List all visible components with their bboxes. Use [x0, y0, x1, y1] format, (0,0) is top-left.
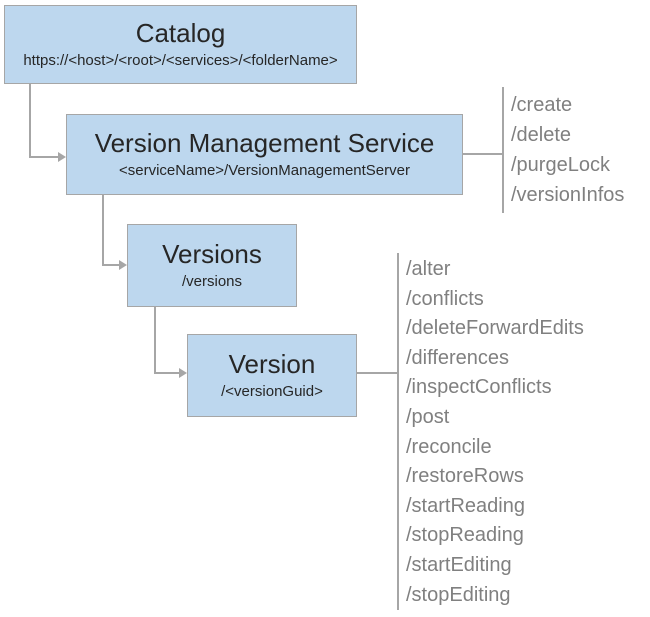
versions-url-pattern: /versions — [181, 272, 243, 290]
versions-title: Versions — [162, 238, 262, 269]
operation-endpoint: /startReading — [406, 494, 525, 517]
node-catalog: Catalog https://<host>/<root>/<services>… — [4, 5, 357, 84]
connector-line — [29, 156, 59, 158]
connector-line — [29, 84, 31, 158]
operation-endpoint: /restoreRows — [406, 465, 524, 488]
operation-endpoint: /alter — [406, 258, 451, 280]
operation-endpoint: /deleteForwardEdits — [406, 317, 584, 340]
operations-bracket-bar — [397, 253, 399, 610]
operation-endpoint: /stopReading — [406, 524, 524, 547]
version-management-service-title: Version Management Service — [94, 127, 435, 158]
arrowhead-icon — [58, 152, 66, 162]
operation-endpoint: /create — [511, 94, 573, 116]
operation-endpoint: /stopEditing — [406, 583, 511, 606]
connector-line — [154, 307, 156, 374]
operations-list-version: /alter/conflicts/deleteForwardEdits/diff… — [406, 255, 584, 610]
node-version-management-service: Version Management Service <serviceName>… — [66, 114, 463, 195]
connector-line — [154, 372, 179, 374]
version-url-pattern: /<versionGuid> — [221, 382, 323, 400]
connector-line — [102, 195, 104, 266]
catalog-url-pattern: https://<host>/<root>/<services>/<folder… — [23, 51, 338, 69]
arrowhead-icon — [119, 260, 127, 270]
connector-line — [357, 372, 398, 374]
operation-endpoint: /versionInfos — [511, 184, 625, 206]
arrowhead-icon — [179, 368, 187, 378]
version-management-service-url-pattern: <serviceName>/VersionManagementServer — [119, 161, 410, 179]
connector-line — [102, 264, 119, 266]
version-title: Version — [228, 348, 316, 379]
operation-endpoint: /inspectConflicts — [406, 376, 552, 399]
node-versions: Versions /versions — [127, 224, 297, 307]
operations-list-version-management-service: /create/delete/purgeLock/versionInfos — [511, 90, 624, 210]
operation-endpoint: /post — [406, 405, 450, 428]
node-version: Version /<versionGuid> — [187, 334, 357, 417]
operation-endpoint: /reconcile — [406, 435, 492, 458]
operations-bracket-bar — [502, 87, 504, 213]
operation-endpoint: /conflicts — [406, 287, 484, 310]
operation-endpoint: /differences — [406, 346, 510, 369]
operation-endpoint: /delete — [511, 124, 572, 146]
connector-line — [463, 153, 503, 155]
operation-endpoint: /purgeLock — [511, 154, 610, 176]
catalog-title: Catalog — [135, 17, 226, 48]
operation-endpoint: /startEditing — [406, 553, 512, 576]
